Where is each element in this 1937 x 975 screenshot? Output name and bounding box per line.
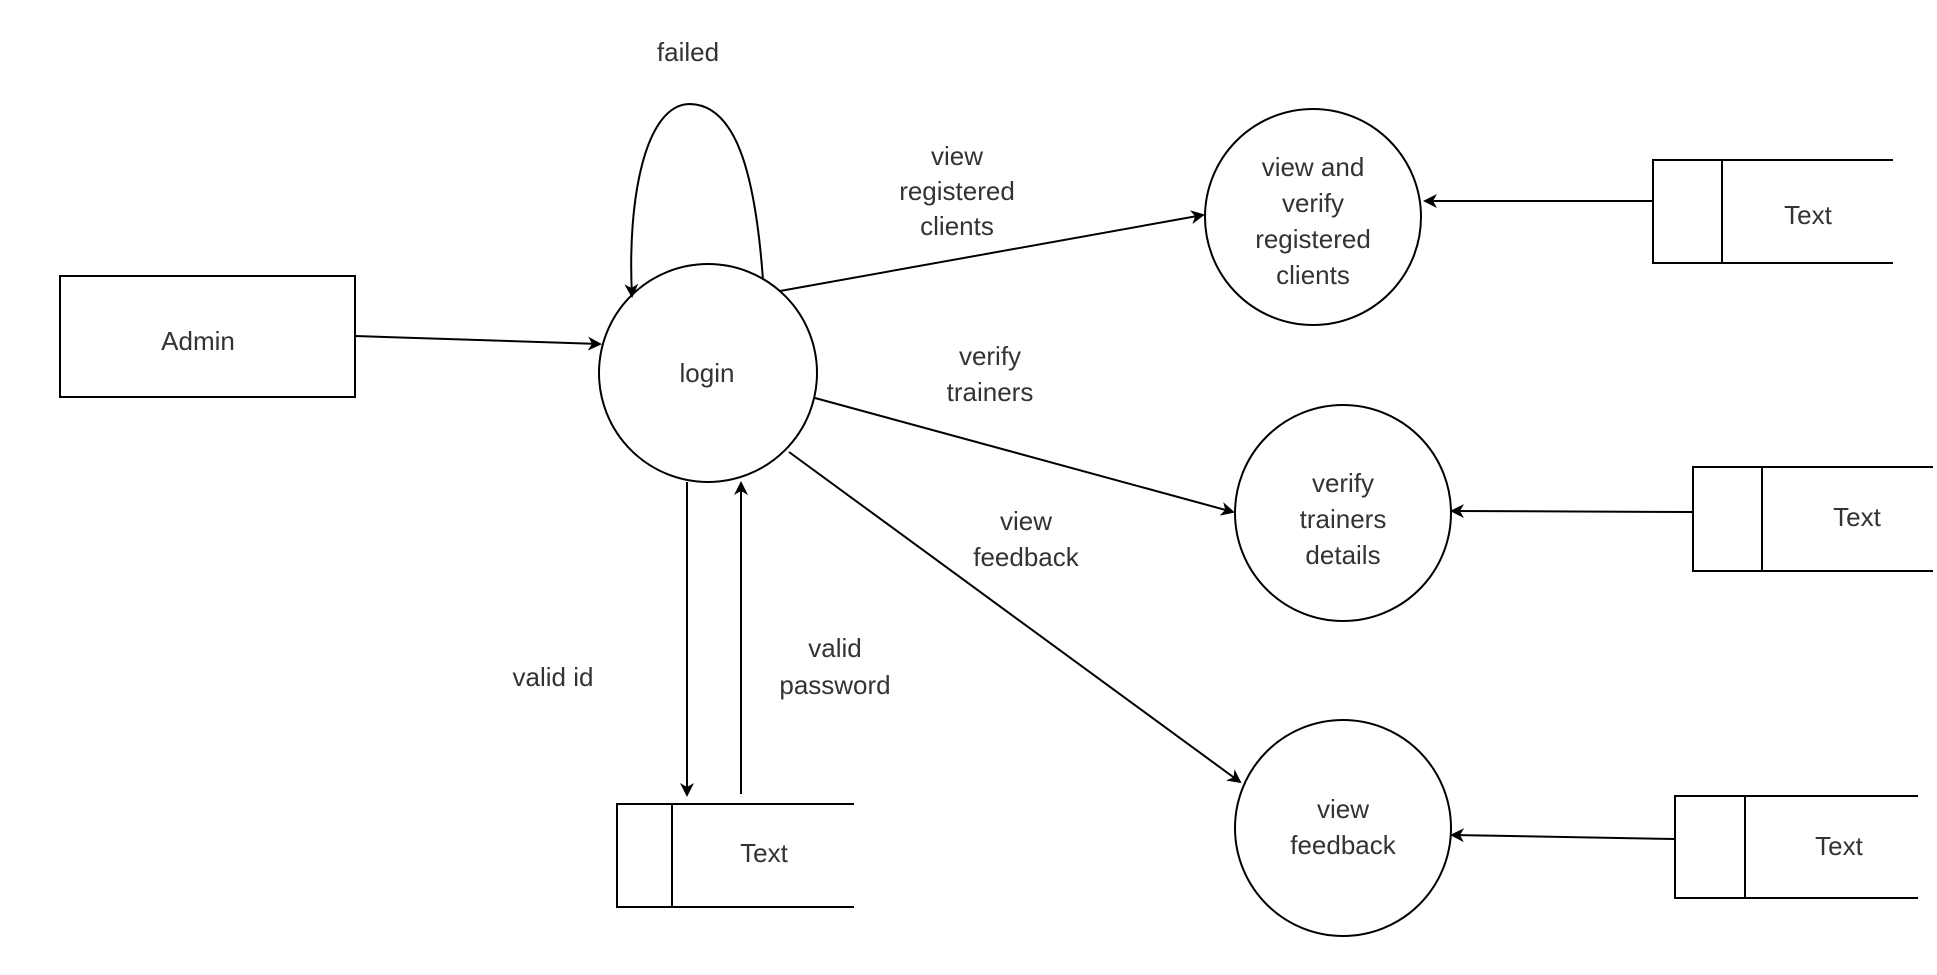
login-to-view-clients-arrow[interactable] xyxy=(779,210,1205,292)
admin-to-login-arrow[interactable] xyxy=(354,335,602,351)
admin-entity[interactable]: Admin xyxy=(59,275,356,398)
view-feedback-edge-label-line-2: feedback xyxy=(973,542,1080,572)
verify-trainers-edge-label-line-1: verify xyxy=(959,341,1021,371)
view-feedback-edge-label-line-1: view xyxy=(1000,506,1052,536)
view-feedback-label-line-2: feedback xyxy=(1290,830,1397,860)
view-verify-clients-process[interactable]: view and verify registered clients xyxy=(1204,108,1422,326)
feedback-data-store-label: Text xyxy=(1815,831,1863,861)
clients-data-store-label: Text xyxy=(1784,200,1832,230)
verify-trainers-edge-label-line-2: trainers xyxy=(947,377,1034,407)
login-to-verify-trainers-arrow[interactable] xyxy=(814,397,1235,516)
verify-trainers-process[interactable]: verify trainers details xyxy=(1234,404,1452,622)
feedback-store-to-process-arrow[interactable] xyxy=(1450,828,1676,843)
trainers-data-store[interactable]: Text xyxy=(1692,466,1933,572)
failed-label: failed xyxy=(657,37,719,67)
valid-password-label-line-1: valid xyxy=(808,633,861,663)
login-data-store[interactable]: Text xyxy=(616,803,854,908)
valid-id-label: valid id xyxy=(513,662,594,692)
view-verify-clients-label-line-3: registered xyxy=(1255,224,1371,254)
view-registered-clients-label-line-1: view xyxy=(931,141,983,171)
valid-password-label-line-2: password xyxy=(779,670,890,700)
view-verify-clients-label-line-2: verify xyxy=(1282,188,1344,218)
verify-trainers-label-line-1: verify xyxy=(1312,468,1374,498)
view-registered-clients-label-line-2: registered xyxy=(899,176,1015,206)
login-data-store-label: Text xyxy=(740,838,788,868)
login-process[interactable]: login xyxy=(598,263,818,483)
view-verify-clients-label-line-1: view and xyxy=(1262,152,1365,182)
verify-trainers-label-line-2: trainers xyxy=(1300,504,1387,534)
view-feedback-process[interactable]: view feedback xyxy=(1234,719,1452,937)
trainers-data-store-label: Text xyxy=(1833,502,1881,532)
view-feedback-label-line-1: view xyxy=(1317,794,1369,824)
trainers-store-to-process-arrow[interactable] xyxy=(1450,504,1694,519)
view-registered-clients-label-line-3: clients xyxy=(920,211,994,241)
feedback-data-store[interactable]: Text xyxy=(1674,795,1918,899)
clients-data-store[interactable]: Text xyxy=(1652,159,1893,264)
login-to-view-feedback-arrow[interactable] xyxy=(788,451,1242,784)
failed-loop-arrow[interactable] xyxy=(624,102,764,298)
verify-trainers-label-line-3: details xyxy=(1305,540,1380,570)
login-label: login xyxy=(680,358,735,388)
admin-label: Admin xyxy=(161,326,235,356)
view-verify-clients-label-line-4: clients xyxy=(1276,260,1350,290)
